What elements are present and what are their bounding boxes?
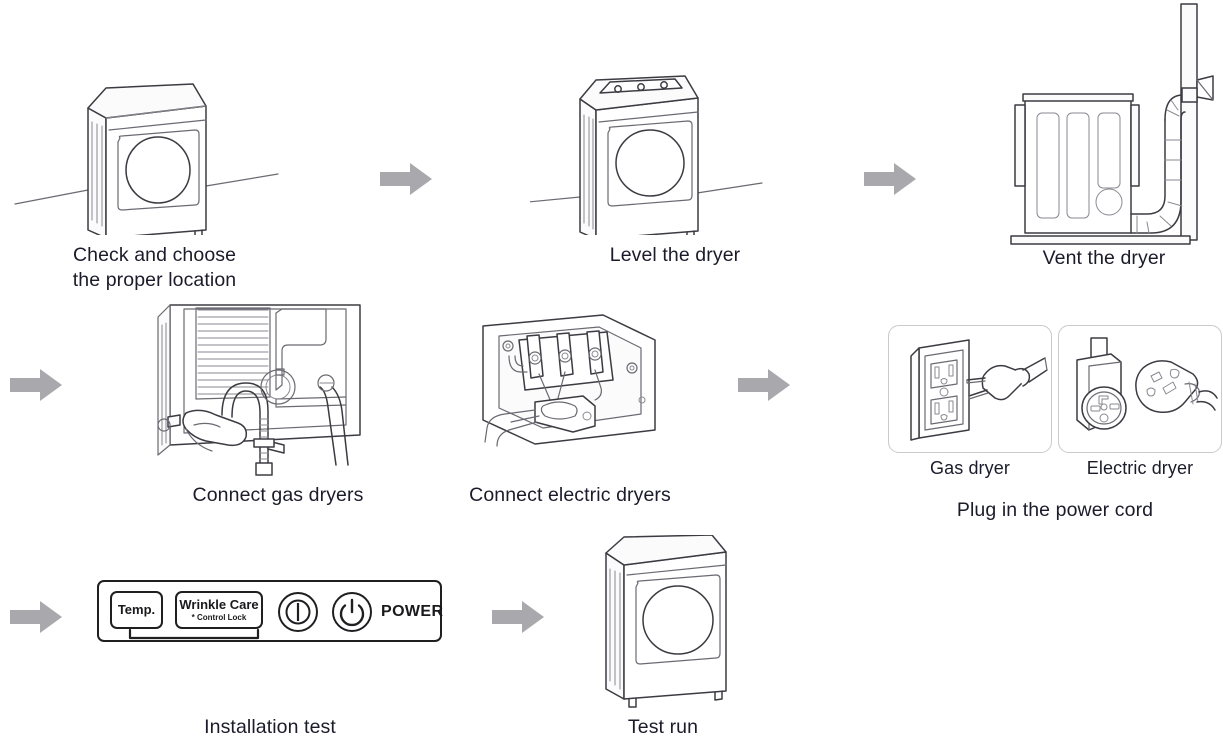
arrow-5: [8, 598, 64, 641]
step-8-caption: Test run: [627, 716, 699, 738]
floor-line-left: [14, 189, 89, 205]
power-icon: [339, 598, 365, 627]
step-3-illustration: [985, 0, 1223, 250]
step-4-illustration: [150, 295, 410, 480]
temp-button[interactable]: Temp.: [110, 591, 163, 629]
arrow-3: [8, 366, 64, 409]
step-6-caption: Plug in the power cord: [956, 499, 1154, 521]
wrinkle-care-button[interactable]: Wrinkle Care * Control Lock: [175, 591, 263, 629]
step-4-caption: Connect gas dryers: [192, 484, 364, 506]
button-group-bracket: [128, 628, 260, 642]
arrow-right-icon: [492, 601, 544, 633]
control-panel: [97, 580, 442, 642]
temp-button-label: Temp.: [117, 602, 156, 618]
arrow-1: [378, 160, 434, 203]
step-8-illustration: [580, 535, 760, 715]
arrow-right-icon: [10, 601, 62, 633]
step-2-caption: Level the dryer: [609, 244, 741, 266]
control-lock-sub-label: * Control Lock: [191, 613, 247, 623]
step-5-illustration: [465, 310, 675, 470]
electric-dryer-sub-label: Electric dryer: [1086, 458, 1194, 478]
arrow-6: [490, 598, 546, 641]
power-button[interactable]: [332, 592, 372, 632]
gas-dryer-sub-label: Gas dryer: [930, 458, 1010, 478]
step-7-caption: Installation test: [204, 716, 336, 738]
wrinkle-care-button-label: Wrinkle Care: [179, 596, 259, 612]
three-prong-wall-outlet-illustration: [910, 339, 1048, 441]
arrow-4: [736, 366, 792, 409]
step-3-caption: Vent the dryer: [1042, 247, 1166, 269]
step-1-caption: Check and choose the proper location: [72, 244, 237, 291]
electric-dryer-outlet-box: [1058, 325, 1222, 453]
start-pause-icon: [285, 599, 311, 625]
arrow-2: [862, 160, 918, 203]
step-5-caption: Connect electric dryers: [469, 484, 671, 506]
arrow-right-icon: [864, 163, 916, 195]
gas-dryer-outlet-box: [888, 325, 1052, 453]
arrow-right-icon: [738, 369, 790, 401]
arrow-right-icon: [380, 163, 432, 195]
arrow-right-icon: [10, 369, 62, 401]
step-2-illustration: [530, 55, 820, 235]
step-1-illustration: [10, 60, 300, 235]
four-prong-dryer-receptacle-illustration: [1076, 337, 1218, 431]
start-pause-button[interactable]: [278, 592, 318, 632]
power-label: POWER: [381, 603, 444, 620]
